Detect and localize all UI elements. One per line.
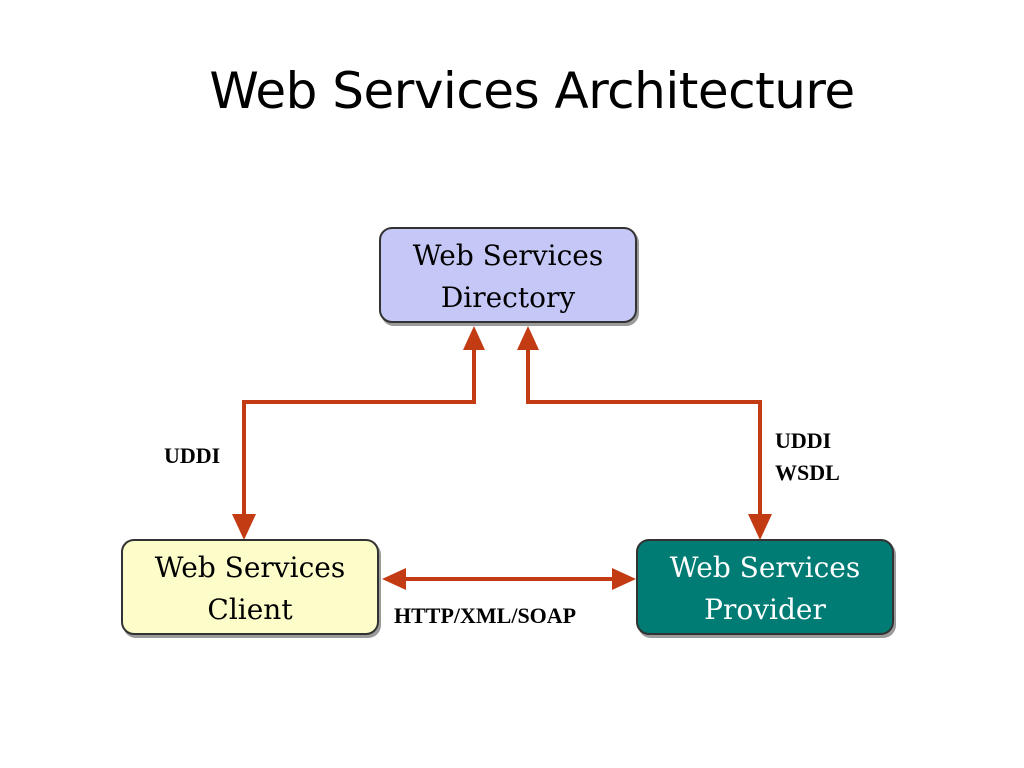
node-provider: Web Services Provider bbox=[636, 539, 894, 635]
connector-client-directory bbox=[232, 326, 485, 540]
node-label-line1: Web Services bbox=[413, 239, 603, 272]
node-label-line1: Web Services bbox=[155, 551, 345, 584]
node-box bbox=[636, 539, 894, 635]
edge-label-uddi: UDDI bbox=[164, 443, 220, 468]
node-label-line1: Web Services bbox=[670, 551, 860, 584]
node-label-line2: Provider bbox=[704, 593, 826, 626]
arrow-head-down bbox=[748, 514, 772, 540]
arrow-head-up bbox=[517, 326, 539, 350]
edge-label-protocol: HTTP/XML/SOAP bbox=[394, 603, 576, 628]
arrow-head-up bbox=[463, 326, 485, 350]
edge-label-uddi-provider: UDDI bbox=[775, 428, 831, 453]
node-client: Web Services Client bbox=[121, 539, 379, 635]
connector-provider-directory bbox=[517, 326, 772, 540]
connector-client-provider bbox=[382, 568, 636, 590]
arrow-head-right bbox=[612, 568, 636, 590]
node-label-line2: Client bbox=[207, 593, 293, 626]
arrow-head-down bbox=[232, 514, 256, 540]
node-box bbox=[121, 539, 379, 635]
slide-title: Web Services Architecture bbox=[209, 62, 855, 120]
edge-label-wsdl: WSDL bbox=[775, 460, 840, 485]
arrow-head-left bbox=[382, 568, 406, 590]
connector-line bbox=[242, 348, 476, 518]
node-directory: Web Services Directory bbox=[379, 227, 637, 323]
node-label-line2: Directory bbox=[441, 281, 576, 314]
node-box bbox=[379, 227, 637, 323]
connector-line bbox=[526, 348, 762, 518]
